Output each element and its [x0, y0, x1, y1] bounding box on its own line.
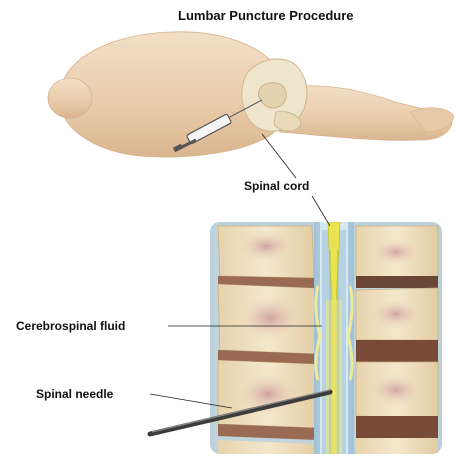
- patient-body: [48, 32, 454, 157]
- spinal-cord-pointer: [312, 196, 330, 226]
- spinal-cord-label: Spinal cord: [244, 180, 309, 192]
- spinal-cord-pointer-upper: [262, 134, 296, 178]
- spinal-needle-label: Spinal needle: [36, 388, 113, 400]
- vertebrae-left: [218, 226, 318, 460]
- spine-cross-section: [150, 222, 442, 462]
- vertebrae-right: [356, 226, 438, 462]
- patient-head: [48, 78, 92, 118]
- csf-label: Cerebrospinal fluid: [16, 320, 125, 332]
- pelvis-bone: [242, 59, 307, 131]
- diagram-title: Lumbar Puncture Procedure: [178, 9, 354, 22]
- spinal-canal: [314, 222, 354, 462]
